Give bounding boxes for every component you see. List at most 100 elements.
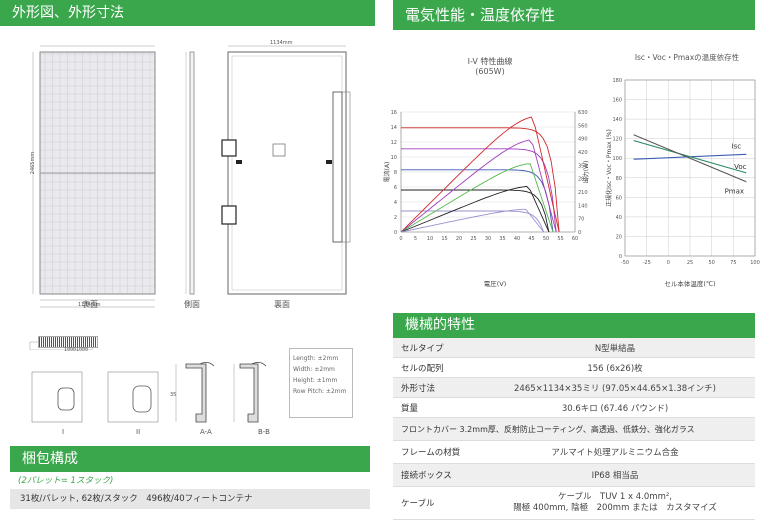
y2-tick-label: 280 [578,177,588,183]
iv-curve [401,148,557,233]
x-tick-label: 50 [708,260,714,266]
power-curve [400,163,554,233]
barcode-label [38,336,98,348]
section-header-packing: 梱包構成 [10,446,370,472]
cross-sections [31,362,267,423]
iv-chart-title: I-V 特性曲線 (605W) [467,57,513,76]
spec-value: 2465×1134×35ミリ (97.05×44.65×1.38インチ) [514,383,716,394]
junction-box-icon [272,143,286,157]
y2-tick-label: 140 [578,203,588,209]
tolerance-box: Length: ±2mm Width: ±2mm Height: ±1mm Ro… [289,348,353,418]
y-tick-label: 0 [619,254,622,260]
series-label: Voc [734,163,747,171]
series-label: Pmax [725,188,744,196]
series-line-voc [633,140,747,174]
x-tick-label: 40 [514,236,520,242]
spec-row: 質量 30.6キロ (67.46 パウンド) [393,398,755,418]
y-axis-title: 電流(A) [383,162,391,183]
section-header-dimensions: 外形図、外形寸法 [0,0,375,26]
back-view-label: 裏面 [274,300,290,309]
spec-value: 156 (6x26)枚 [587,363,643,374]
x-tick-label: 0 [667,260,670,266]
packing-note: (2パレット= 1スタック) [18,476,114,486]
x-tick-label: 15 [441,236,447,242]
x-axis-title: セル本体温度(℃) [664,279,715,288]
x-tick-label: 55 [557,236,563,242]
power-curve [400,139,557,233]
spec-key: セルの配列 [401,363,444,374]
spec-table: セルタイプ N型単結晶 セルの配列 156 (6x26)枚 外形寸法 2465×113… [393,338,755,520]
y-tick-label: 12 [391,140,397,146]
x-axis-title: 電圧(V) [484,280,507,288]
power-curve [400,116,560,233]
section-AA-label: A-A [200,428,212,436]
power-curve [400,208,545,233]
power-curve [400,185,550,233]
y-axis-title: 正規化Isc・Voc・Pmax (%) [605,129,613,207]
spec-key: セルタイプ [401,343,444,354]
tolerance-length: Length: ±2mm [293,355,339,362]
y2-tick-label: 210 [578,190,588,196]
y-tick-label: 40 [616,215,622,221]
x-tick-label: 75 [730,260,736,266]
section-header-electrical: 電気性能・温度依存性 [393,0,755,30]
spec-value: ケーブル TUV 1 x 4.0mm², [558,492,672,502]
spec-key: ケーブル [401,499,435,509]
back-width-dim: 1134mm [270,40,293,46]
x-tick-label: 0 [399,236,402,242]
spec-row: セルタイプ N型単結晶 [393,338,755,358]
x-tick-label: 35 [499,236,505,242]
spec-row: セルの配列 156 (6x26)枚 [393,358,755,378]
x-tick-label: -50 [621,260,629,266]
tolerance-width: Width: ±2mm [293,366,335,373]
spec-value: N型単結晶 [594,343,636,354]
spec-row: フロントカバー 3.2mm厚、反射防止コーティング、高透過、低鉄分、強化ガラス [393,418,755,441]
packing-detail: 31枚/パレット, 62枚/スタック 496枚/40フィートコンテナ [10,489,370,509]
y2-tick-label: 70 [578,217,584,223]
y-tick-label: 4 [394,200,397,206]
x-tick-label: -25 [643,260,651,266]
series-label: Isc [732,142,742,150]
y2-axis-title: 出力(W) [582,161,590,184]
spec-row: フレームの材質アルマイト処理アルミニウム合金 [393,441,755,464]
spec-value-line2: 陽極 400mm, 陰極 200mm または カスタマイズ [513,503,717,513]
iv-chart: 0246810121416070140210280350420490560630… [383,110,590,288]
x-tick-label: 100 [750,260,760,266]
iv-curve [401,169,554,233]
spec-value: 3.2mm厚、反射防止コーティング、高透過、低鉄分、強化ガラス [459,424,695,434]
plot-frame [624,79,756,257]
front-view-label: 表面 [82,300,98,309]
y-tick-label: 0 [394,230,397,236]
y-tick-label: 180 [612,78,622,84]
spec-key: 質量 [401,403,419,414]
y-tick-label: 14 [391,125,397,131]
x-tick-label: 5 [414,236,417,242]
series-line-pmax [633,134,747,183]
section-BB-label: B-B [258,428,270,436]
side-view [185,51,195,295]
barcode-text: 10001000 [64,347,89,353]
tolerance-height: Height: ±1mm [293,377,338,384]
x-tick-label: 45 [528,236,534,242]
spec-value: 30.6キロ (67.46 パウンド) [561,403,669,414]
height-dim: 2465mm [30,151,37,175]
y-tick-label: 10 [391,155,397,161]
y-tick-label: 140 [612,117,622,123]
spec-key: 接続ボックス [401,471,452,481]
y-tick-label: 120 [612,137,622,143]
spec-row: ケーブル ケーブル TUV 1 x 4.0mm²,陽極 400mm, 陰極 200… [393,487,755,520]
spec-row: 外形寸法 2465×1134×35ミリ (97.05×44.65×1.38インチ) [393,378,755,398]
y2-tick-label: 350 [578,163,588,169]
dim-35-label: 35 [170,392,177,398]
side-view-label: 側面 [184,300,200,309]
x-tick-label: 50 [543,236,549,242]
section-II-label: II [136,428,141,436]
x-tick-label: 20 [456,236,462,242]
spec-key: フロントカバー [401,424,457,434]
x-tick-label: 25 [687,260,693,266]
y-tick-label: 20 [616,234,622,240]
iv-curve [401,189,550,233]
module-drawings [29,45,351,350]
spec-key: 外形寸法 [401,383,436,394]
